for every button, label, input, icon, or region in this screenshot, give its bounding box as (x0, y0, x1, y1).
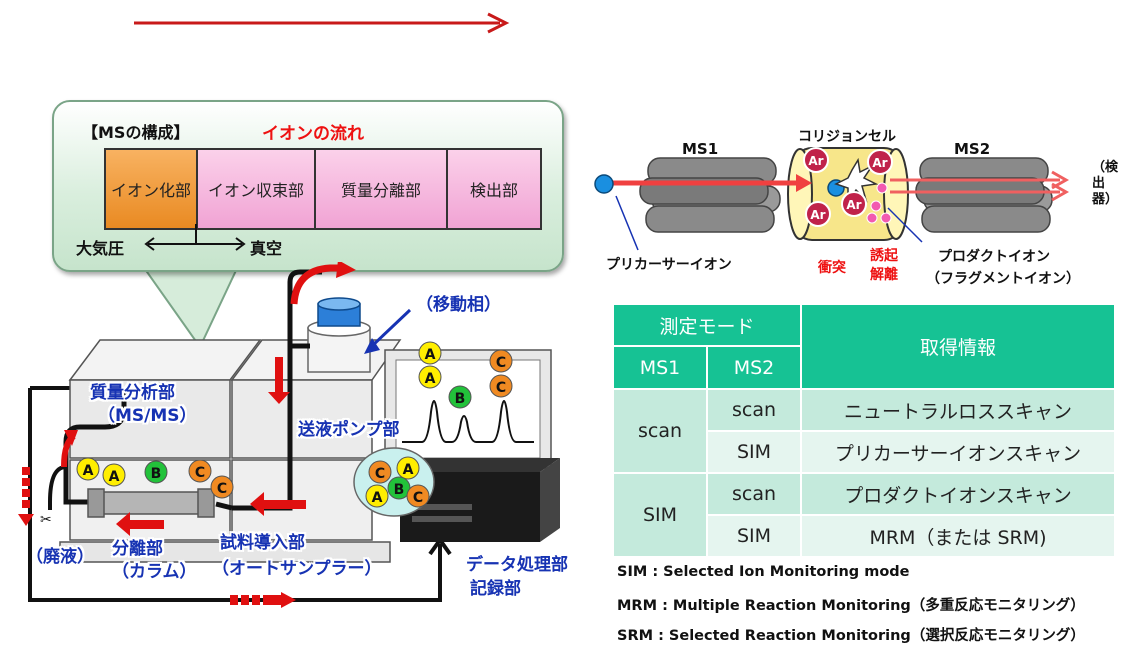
waste-label: （廃液） (26, 547, 94, 567)
product-ion-sublabel: （フラグメントイオン） (926, 271, 1080, 287)
header-ms2: MS2 (706, 345, 802, 390)
svg-text:Ar: Ar (810, 208, 825, 222)
ion-focusing-unit: イオン収束部 (198, 150, 316, 228)
column-sublabel: （カラム） (112, 562, 197, 582)
pump-unit-front (231, 379, 373, 459)
svg-text:A: A (403, 462, 414, 478)
autosampler-sublabel: （オートサンプラー） (212, 559, 382, 579)
table-cell: scan (706, 472, 802, 516)
chromatogram-trace (402, 400, 534, 443)
table-cell: ニュートラルロススキャン (800, 388, 1116, 432)
analyte-c-label: C (496, 355, 506, 371)
svg-text:A: A (372, 490, 383, 506)
ms1-label: MS1 (682, 140, 719, 158)
svg-text:A: A (83, 463, 94, 479)
header-ms1: MS1 (612, 345, 708, 390)
svg-text:A: A (109, 469, 120, 485)
ms-unit-top (68, 339, 262, 381)
recorder-label: 記録部 (470, 579, 521, 599)
svg-text:Ar: Ar (872, 156, 887, 170)
table-cell: scan (706, 388, 802, 432)
solvent-line (287, 269, 322, 349)
ms-unit-front (69, 379, 231, 459)
detector-label: （検出器） (1092, 160, 1119, 207)
vacuum-label: 真空 (250, 239, 283, 258)
top-flow-arrow (134, 12, 510, 34)
svg-text:C: C (413, 490, 423, 506)
mass-analyzer-sublabel: （MS/MS） (98, 406, 197, 426)
svg-text:B: B (394, 482, 405, 498)
precursor-ion-dot (594, 174, 614, 194)
collision-cell-label: コリジョンセル (798, 129, 896, 145)
row-ms1-scan: scan (612, 388, 708, 474)
collision-label: 衝突 (818, 260, 846, 276)
ms2-quadrupole (915, 157, 1053, 233)
measurement-mode-table: 測定モード 取得情報 MS1 MS2 scan scan ニュートラルロススキャ… (612, 303, 1116, 558)
ms2-label: MS2 (954, 140, 991, 158)
footnote-mrm: MRM : Multiple Reaction Monitoring（多重反応モ… (617, 598, 1085, 614)
svg-text:C: C (496, 380, 506, 396)
row-ms1-sim: SIM (612, 472, 708, 558)
ms-component-row: イオン化部 イオン収束部 質量分離部 検出部 (104, 148, 542, 230)
argon-atoms: Ar Ar Ar Ar (803, 147, 893, 227)
fragment-ions (866, 182, 892, 224)
footnote-srm: SRM : Selected Reaction Monitoring（選択反応モ… (617, 628, 1085, 644)
atmospheric-pressure-label: 大気圧 (76, 239, 125, 258)
data-system-label: データ処理部 (466, 555, 568, 575)
instrument-base (59, 541, 391, 563)
header-acquired-info: 取得情報 (800, 303, 1116, 390)
ms1-quadrupole (639, 157, 781, 233)
svg-text:A: A (425, 371, 436, 387)
pump-label: 送液ポンプ部 (298, 420, 400, 440)
analyte-markers: A A B C C A A B C C C A B A C (76, 341, 513, 508)
msms-diagram: Ar Ar Ar Ar (594, 147, 1070, 251)
mass-analyzer-label: 質量分析部 (90, 383, 175, 403)
autosampler-label: 試料導入部 (220, 533, 305, 553)
waste-line (48, 464, 68, 510)
svg-text:C: C (195, 465, 205, 481)
svg-text:✂: ✂ (40, 512, 52, 528)
collision-burst (834, 157, 879, 205)
table-cell: プロダクトイオンスキャン (800, 472, 1116, 516)
cid-label-2: 解離 (870, 267, 898, 283)
table-cell: MRM（または SRM) (800, 514, 1116, 558)
detector-unit: 検出部 (448, 150, 540, 228)
footnote-sim: SIM : Selected Ion Monitoring mode (617, 564, 910, 580)
mobile-phase-label: （移動相） (416, 295, 501, 315)
product-ion-label: プロダクトイオン (938, 249, 1050, 265)
pc-top (400, 458, 560, 472)
svg-text:B: B (151, 466, 162, 482)
column-body (95, 491, 207, 515)
ms-configuration-title: 【MSの構成】 (82, 123, 190, 142)
svg-text:Ar: Ar (846, 198, 861, 212)
precursor-ion-label: プリカーサーイオン (606, 257, 732, 273)
svg-text:C: C (217, 481, 227, 497)
analyte-b-label: B (455, 391, 466, 407)
lcms-instrument-illustration: A A B C C A A B C C C A B A C ✂ (18, 262, 560, 608)
column-label: 分離部 (112, 539, 163, 559)
analyte-a-label: A (425, 347, 436, 363)
svg-text:C: C (375, 466, 385, 482)
argon-label: Ar (808, 154, 823, 168)
ion-flow-label: イオンの流れ (262, 124, 364, 144)
mass-separation-unit: 質量分離部 (316, 150, 448, 228)
ionization-unit: イオン化部 (106, 150, 198, 228)
table-cell: SIM (706, 430, 802, 474)
column-to-ms-line (63, 392, 127, 505)
table-cell: プリカーサーイオンスキャン (800, 430, 1116, 474)
table-cell: SIM (706, 514, 802, 558)
cid-label-1: 誘起 (870, 248, 898, 264)
pressure-divider-arrow (144, 224, 246, 251)
header-measurement-mode: 測定モード (612, 303, 802, 347)
monitor-screen (395, 359, 541, 459)
